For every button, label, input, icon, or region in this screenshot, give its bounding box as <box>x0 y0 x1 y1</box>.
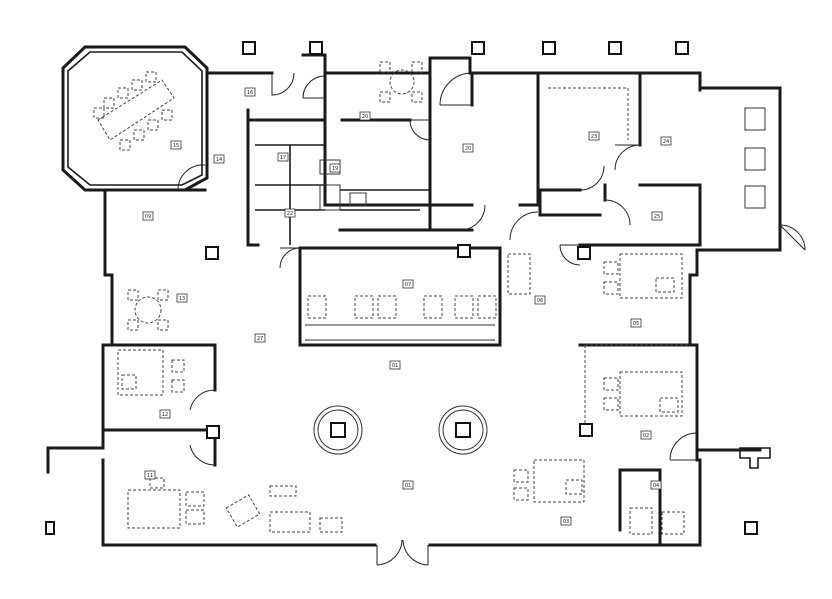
room-tag-label: 07 <box>405 282 411 288</box>
tag-workroom: 09 <box>142 211 154 221</box>
tag-west-hall: 14 <box>213 154 225 164</box>
planters <box>313 405 488 455</box>
room-tag-label: 19 <box>332 166 338 172</box>
room-tag-label: 27 <box>257 336 263 342</box>
room-tag-box <box>213 154 225 164</box>
room-tag-label: 25 <box>654 214 660 220</box>
room-tag-label: 01 <box>392 363 398 369</box>
room-tag-label: 15 <box>173 143 179 149</box>
tag-open-office: 27 <box>254 333 266 343</box>
tag-reception: 02 <box>640 430 652 440</box>
room-tag-label: 12 <box>162 412 168 418</box>
tag-office-c: 24 <box>660 136 672 146</box>
room-tag-label: 01 <box>405 483 411 489</box>
room-tag-label: 03 <box>563 519 569 525</box>
room-tag-box <box>402 279 414 289</box>
tag-office-d: 25 <box>651 211 663 221</box>
room-tag-label: 11 <box>147 473 153 479</box>
room-tag-box <box>254 333 266 343</box>
tag-office-se: 03 <box>560 516 572 526</box>
room-tag-label: 16 <box>247 90 253 96</box>
room-tag-box <box>144 470 156 480</box>
tag-break: 20 <box>359 111 371 121</box>
tag-cubicle-se: 05 <box>630 318 642 328</box>
room-tag-label: 13 <box>179 296 185 302</box>
room-tags: 15 20 16 17 19 20 22 23 24 25 14 13 09 07 06 27 01 12 11 05… <box>142 87 672 526</box>
room-tag-box <box>284 208 296 218</box>
room-tag-box <box>176 293 188 303</box>
interior-walls <box>101 68 702 547</box>
furniture <box>93 61 766 535</box>
room-tag-box <box>142 211 154 221</box>
room-tag-label: 14 <box>216 157 222 163</box>
room-tag-box <box>277 152 289 162</box>
room-tag-box <box>389 360 401 370</box>
room-tag-box <box>170 140 182 150</box>
tag-corridor: 07 <box>402 279 414 289</box>
tag-storage: 20 <box>462 143 474 153</box>
room-tag-box <box>630 318 642 328</box>
tag-restroom: 17 <box>277 152 289 162</box>
room-tag-label: 09 <box>145 214 151 220</box>
room-tag-box <box>640 430 652 440</box>
room-tag-label: 02 <box>643 433 649 439</box>
door-swings <box>177 72 806 466</box>
room-tag-box <box>244 87 256 97</box>
room-tag-box <box>660 136 672 146</box>
room-tag-box <box>588 131 600 141</box>
room-tag-box <box>329 163 341 173</box>
tag-entry: 01 <box>402 480 414 490</box>
tag-office-a: 22 <box>284 208 296 218</box>
exterior-walls <box>46 45 782 566</box>
room-tag-label: 24 <box>663 139 669 145</box>
room-tag-box <box>534 295 546 305</box>
tag-main-hall: 01 <box>389 360 401 370</box>
tag-lobby-north: 16 <box>244 87 256 97</box>
room-tag-box <box>650 480 662 490</box>
room-tag-box <box>159 409 171 419</box>
room-tag-label: 20 <box>465 146 471 152</box>
room-tag-label: 04 <box>653 483 659 489</box>
columns <box>45 41 771 535</box>
tag-office-sw: 11 <box>144 470 156 480</box>
tag-cubicle-w: 12 <box>159 409 171 419</box>
room-tag-label: 23 <box>591 134 597 140</box>
room-tag-box <box>651 211 663 221</box>
room-tag-box <box>560 516 572 526</box>
tag-small-office: 04 <box>650 480 662 490</box>
room-tag-label: 22 <box>287 211 293 217</box>
room-tag-box <box>359 111 371 121</box>
tag-office-b: 23 <box>588 131 600 141</box>
room-tag-label: 17 <box>280 155 286 161</box>
room-tag-label: 05 <box>633 321 639 327</box>
tag-conference: 15 <box>170 140 182 150</box>
room-tag-box <box>402 480 414 490</box>
tag-closet: 19 <box>329 163 341 173</box>
tag-lounge: 13 <box>176 293 188 303</box>
room-tag-label: 06 <box>537 298 543 304</box>
room-tag-label: 20 <box>362 114 368 120</box>
room-tag-box <box>462 143 474 153</box>
tag-cubicle-e: 06 <box>534 295 546 305</box>
